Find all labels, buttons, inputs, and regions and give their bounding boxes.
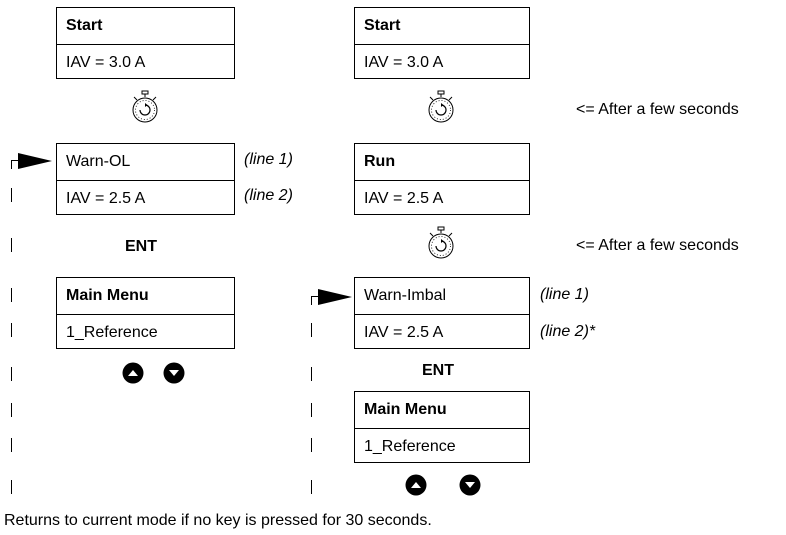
left-warn-line1: Warn-OL bbox=[66, 153, 131, 170]
right-run-line2: IAV = 2.5 A bbox=[355, 180, 529, 215]
loop-line bbox=[311, 480, 312, 494]
right-start-display: Start IAV = 3.0 A bbox=[354, 7, 530, 79]
loop-line bbox=[311, 403, 312, 417]
up-arrow-button-icon[interactable] bbox=[405, 474, 427, 496]
right-run-display: Run IAV = 2.5 A bbox=[354, 143, 530, 215]
loop-line bbox=[11, 323, 12, 337]
loop-line bbox=[11, 238, 12, 252]
stopwatch-icon bbox=[428, 90, 454, 123]
right-warn-line2: IAV = 2.5 A bbox=[355, 314, 529, 349]
right-note-line1: (line 1) bbox=[540, 286, 589, 303]
right-run-line1: Run bbox=[364, 153, 396, 170]
loop-line bbox=[311, 367, 312, 381]
loop-hook-drop bbox=[11, 160, 12, 169]
right-warn-line1: Warn-Imbal bbox=[364, 287, 447, 304]
right-menu-line1: Main Menu bbox=[364, 401, 447, 418]
stopwatch-icon bbox=[428, 226, 454, 259]
left-note-line1: (line 1) bbox=[244, 151, 293, 168]
right-start-line1: Start bbox=[364, 17, 401, 34]
arrow-pointer-icon bbox=[18, 153, 52, 169]
left-menu-line1: Main Menu bbox=[66, 287, 149, 304]
arrow-pointer-icon bbox=[318, 289, 352, 305]
left-start-display: Start IAV = 3.0 A bbox=[56, 7, 235, 79]
right-start-line2: IAV = 3.0 A bbox=[355, 44, 529, 79]
left-warn-line2: IAV = 2.5 A bbox=[57, 180, 234, 215]
loop-line bbox=[11, 438, 12, 452]
left-note-line2: (line 2) bbox=[244, 187, 293, 204]
right-ent-key-label: ENT bbox=[422, 362, 454, 379]
delay-note: <= After a few seconds bbox=[576, 237, 739, 254]
loop-line bbox=[311, 438, 312, 452]
loop-hook-drop bbox=[311, 296, 312, 305]
right-menu-line2: 1_Reference bbox=[355, 428, 529, 463]
loop-line bbox=[11, 367, 12, 381]
loop-hook-top bbox=[11, 160, 19, 161]
up-arrow-button-icon[interactable] bbox=[122, 362, 144, 384]
left-ent-key-label: ENT bbox=[125, 238, 157, 255]
right-warn-display: Warn-Imbal IAV = 2.5 A bbox=[354, 277, 530, 349]
delay-note: <= After a few seconds bbox=[576, 101, 739, 118]
left-menu-line2: 1_Reference bbox=[57, 314, 234, 349]
left-start-line2: IAV = 3.0 A bbox=[57, 44, 234, 79]
left-start-line1: Start bbox=[66, 17, 103, 34]
loop-line bbox=[11, 403, 12, 417]
left-main-menu-display: Main Menu 1_Reference bbox=[56, 277, 235, 349]
right-main-menu-display: Main Menu 1_Reference bbox=[354, 391, 530, 463]
loop-line bbox=[11, 188, 12, 202]
footer-note: Returns to current mode if no key is pre… bbox=[4, 512, 432, 529]
left-warn-display: Warn-OL IAV = 2.5 A bbox=[56, 143, 235, 215]
loop-line bbox=[11, 288, 12, 302]
loop-line bbox=[311, 323, 312, 337]
loop-line bbox=[11, 480, 12, 494]
right-note-line2: (line 2)* bbox=[540, 323, 596, 340]
down-arrow-button-icon[interactable] bbox=[163, 362, 185, 384]
stopwatch-icon bbox=[132, 90, 158, 123]
loop-hook-top bbox=[311, 296, 319, 297]
down-arrow-button-icon[interactable] bbox=[459, 474, 481, 496]
